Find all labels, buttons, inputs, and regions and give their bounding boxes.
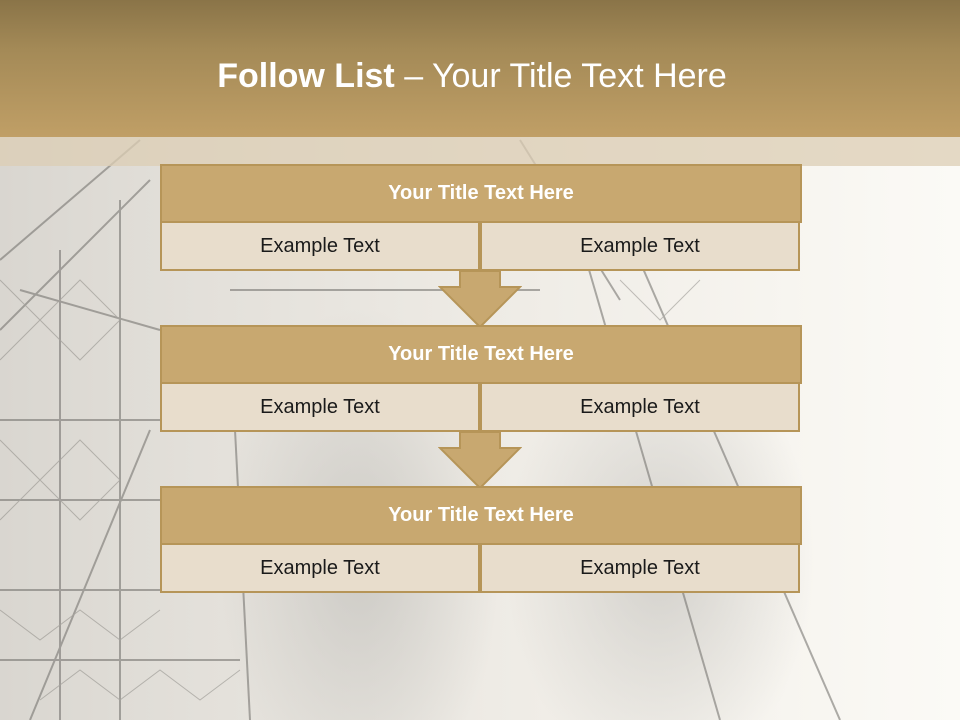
list-block-3: Your Title Text Here Example Text Exampl…: [160, 486, 802, 594]
slide-title-bold: Follow List: [217, 57, 395, 95]
slide-title: Follow List – Your Title Text Here: [0, 54, 944, 98]
block-cell-left[interactable]: Example Text: [160, 382, 480, 432]
block-title[interactable]: Your Title Text Here: [160, 164, 802, 223]
block-cell-right[interactable]: Example Text: [480, 543, 800, 593]
block-cell-left[interactable]: Example Text: [160, 221, 480, 271]
down-arrow-icon: [438, 431, 522, 489]
slide-title-rest: Your Title Text Here: [431, 57, 727, 95]
block-title[interactable]: Your Title Text Here: [160, 486, 802, 545]
header-bar: [0, 0, 960, 137]
down-arrow-icon: [438, 270, 522, 328]
block-title[interactable]: Your Title Text Here: [160, 325, 802, 384]
slide-title-separator: –: [394, 57, 432, 95]
block-cell-right[interactable]: Example Text: [480, 382, 800, 432]
list-block-2: Your Title Text Here Example Text Exampl…: [160, 325, 802, 433]
block-cell-left[interactable]: Example Text: [160, 543, 480, 593]
block-cell-right[interactable]: Example Text: [480, 221, 800, 271]
header-band: [0, 137, 960, 166]
list-block-1: Your Title Text Here Example Text Exampl…: [160, 164, 802, 272]
